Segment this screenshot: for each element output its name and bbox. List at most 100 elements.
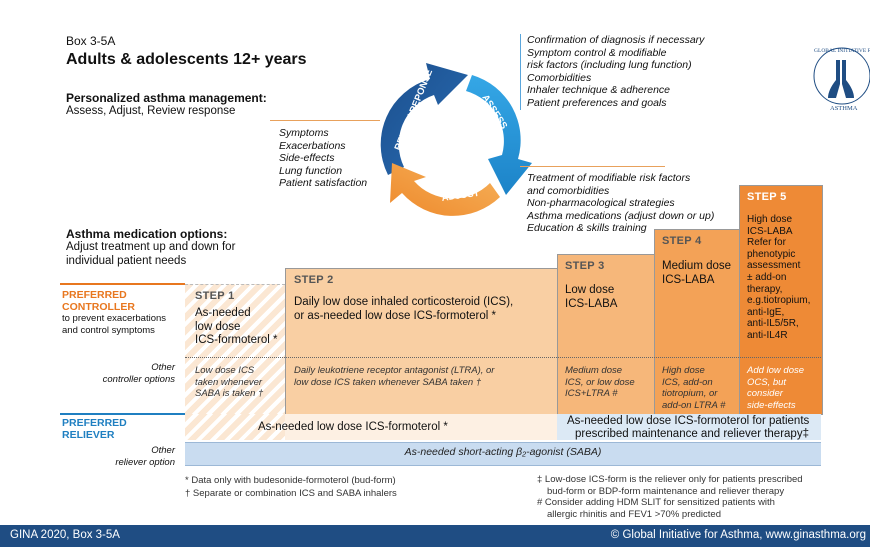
step2-other: Daily leukotriene receptor antagonist (L… xyxy=(294,365,494,388)
other-controller-line: controller options xyxy=(102,373,175,385)
controller-sub: to prevent exacerbations and control sym… xyxy=(62,313,166,336)
preferred-reliever-line: PREFERRED xyxy=(62,417,127,429)
adjust-item: Non-pharmacological strategies xyxy=(527,197,675,209)
controller-sub-line: and control symptoms xyxy=(62,324,155,336)
step5-line: therapy, xyxy=(747,283,783,295)
step4-other: High dose ICS, add-on tiotropium, or add… xyxy=(662,365,725,411)
preferred-reliever-line: RELIEVER xyxy=(62,429,115,441)
footnote: # Consider adding HDM SLIT for sensitize… xyxy=(537,497,775,508)
footnote: ‡ Low-dose ICS-form is the reliever only… xyxy=(537,474,803,485)
controller-sub-line: to prevent exacerbations xyxy=(62,313,167,324)
other-reliever-label: Other reliever option xyxy=(85,445,175,468)
reliever-rule xyxy=(60,413,185,415)
step5-other-line: Add low dose xyxy=(747,365,805,376)
step2-block xyxy=(285,268,559,415)
controller-rule xyxy=(60,283,185,285)
medication-sub: Adjust treatment up and down for individ… xyxy=(66,240,235,268)
step4-line: ICS-LABA xyxy=(662,273,715,286)
reliever-band-right xyxy=(557,414,821,440)
logo-text-top: GLOBAL INITIATIVE FOR xyxy=(814,48,870,54)
step4-other-line: tiotropium, or xyxy=(662,388,718,399)
step5-line: anti-IgE, xyxy=(747,306,785,318)
page-title: Adults & adolescents 12+ years xyxy=(66,51,307,68)
step4-preferred: Medium dose ICS-LABA xyxy=(662,260,731,287)
step1-line: low dose xyxy=(195,320,241,333)
step5-line: ICS-LABA xyxy=(747,225,793,237)
footer-bar: GINA 2020, Box 3-5A © Global Initiative … xyxy=(0,525,870,547)
medication-sub-line: individual patient needs xyxy=(66,255,187,267)
adjust-item: Education & skills training xyxy=(527,222,647,234)
reliever-right-text: As-needed low dose ICS-formoterol for pa… xyxy=(567,415,809,441)
box-label: Box 3-5A xyxy=(66,34,116,48)
step1-other-line: SABA is taken † xyxy=(195,388,264,399)
review-item: Side-effects xyxy=(279,152,335,164)
step1-preferred: As-needed low dose ICS-formoterol * xyxy=(195,307,277,348)
step5-other-line: side-effects xyxy=(747,399,796,411)
assess-items: Confirmation of diagnosis if necessary S… xyxy=(527,34,704,109)
other-reliever-line: Other xyxy=(151,445,175,456)
step1-other-line: Low dose ICS xyxy=(195,365,255,376)
step5-line: e.g.tiotropium, xyxy=(747,295,811,307)
step3-line: ICS-LABA xyxy=(565,297,618,310)
step5-preferred: High dose ICS-LABA Refer for phenotypic … xyxy=(747,214,810,342)
adjust-item: Asthma medications (adjust down or up) xyxy=(527,209,715,222)
preferred-reliever-label: PREFERRED RELIEVER xyxy=(62,417,127,441)
step5-other-line: OCS, but xyxy=(747,376,787,388)
step2-other-line: low dose ICS taken whenever SABA taken † xyxy=(294,376,482,388)
assess-item: Confirmation of diagnosis if necessary xyxy=(527,34,705,46)
footer-right: © Global Initiative for Asthma, www.gina… xyxy=(610,529,866,541)
step2-line: Daily low dose inhaled corticosteroid (I… xyxy=(294,296,514,308)
step3-line: Low dose xyxy=(565,284,615,296)
review-divider xyxy=(270,120,380,121)
reliever-right-line: As-needed low dose ICS-formoterol for pa… xyxy=(567,415,810,427)
step3-other: Medium dose ICS, or low dose ICS+LTRA # xyxy=(565,365,635,400)
step1-line: As-needed xyxy=(195,307,251,319)
assess-item: Inhaler technique & adherence xyxy=(527,84,671,96)
assess-arrow xyxy=(466,75,532,195)
step3-other-line: ICS+LTRA # xyxy=(565,388,618,399)
step3-other-line: ICS, or low dose xyxy=(565,376,635,388)
adjust-items: Treatment of modifiable risk factors and… xyxy=(527,172,714,235)
saba-band xyxy=(185,442,821,466)
step5-line: anti-IL4R xyxy=(747,329,788,341)
review-item: Exacerbations xyxy=(279,139,346,152)
review-item: Patient satisfaction xyxy=(279,177,368,189)
adjust-divider xyxy=(520,166,665,167)
reliever-left-text: As-needed low dose ICS-formoterol * xyxy=(258,421,448,433)
reliever-right-line: prescribed maintenance and reliever ther… xyxy=(575,428,809,440)
assess-item: Symptom control & modifiable xyxy=(527,46,667,59)
footer-left: GINA 2020, Box 3-5A xyxy=(10,529,120,541)
step3-label: STEP 3 xyxy=(565,260,605,272)
footnote: bud-form or BDP-form maintenance and rel… xyxy=(547,485,785,497)
step4-label: STEP 4 xyxy=(662,235,702,247)
preferred-controller-label: PREFERRED CONTROLLER xyxy=(62,289,135,313)
medication-heading: Asthma medication options: xyxy=(66,227,228,241)
reliever-band-left xyxy=(285,414,557,440)
medication-sub-line: Adjust treatment up and down for xyxy=(66,241,236,253)
assess-item: Comorbidities xyxy=(527,71,592,84)
assess-divider xyxy=(520,34,521,110)
review-items: Symptoms Exacerbations Side-effects Lung… xyxy=(279,127,367,190)
step4-other-line: High dose xyxy=(662,365,705,376)
gina-logo: GLOBAL INITIATIVE FOR ASTHMA xyxy=(813,47,870,112)
adjust-arrow xyxy=(390,163,500,216)
controller-separator xyxy=(185,357,821,358)
step5-line: phenotypic xyxy=(747,248,796,260)
step5-other-line: consider xyxy=(747,388,783,399)
review-arrow xyxy=(380,63,468,175)
other-reliever-line: reliever option xyxy=(115,456,175,468)
step4-line: Medium dose xyxy=(662,260,732,272)
step5-line: anti-IL5/5R, xyxy=(747,318,799,330)
step3-other-line: Medium dose xyxy=(565,365,623,376)
step2-label: STEP 2 xyxy=(294,274,334,286)
step5-label: STEP 5 xyxy=(747,191,787,203)
step4-other-line: add-on LTRA # xyxy=(662,399,726,411)
step5-other: Add low dose OCS, but consider side-effe… xyxy=(747,365,804,411)
preferred-controller-line: CONTROLLER xyxy=(62,301,135,313)
footnote: * Data only with budesonide-formoterol (… xyxy=(185,475,396,486)
step2-other-line: Daily leukotriene receptor antagonist (L… xyxy=(294,365,495,376)
step2-line: or as-needed low dose ICS-formoterol * xyxy=(294,309,496,322)
adjust-item: and comorbidities xyxy=(527,184,610,197)
review-item: Symptoms xyxy=(279,127,329,139)
step1-label: STEP 1 xyxy=(195,290,235,302)
